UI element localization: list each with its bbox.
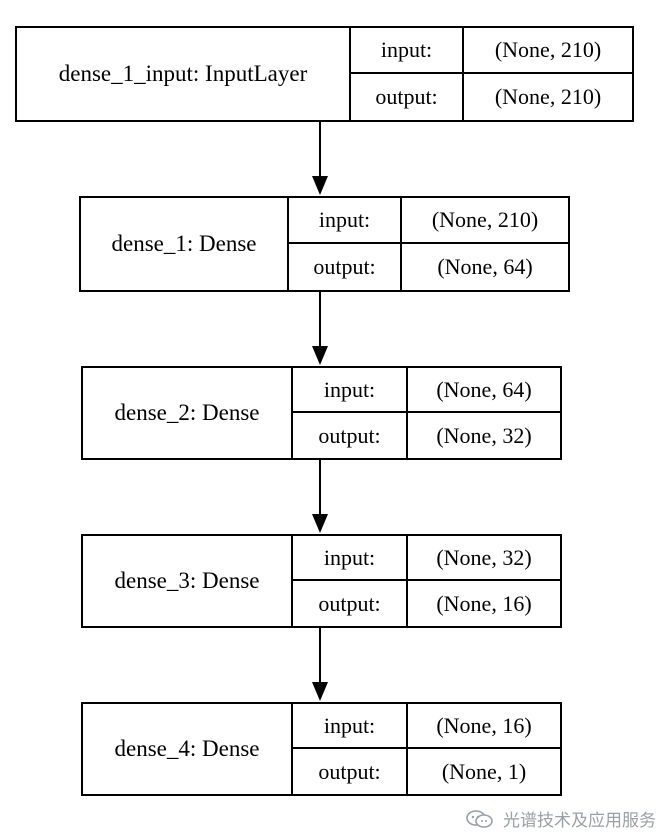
input-shape: (None, 32) [408,536,560,581]
layer-node-dense-1-input: dense_1_input: InputLayer input: (None, … [15,26,634,122]
input-shape: (None, 210) [464,28,632,74]
layer-name: dense_4: Dense [83,704,293,794]
input-shape: (None, 64) [408,368,560,413]
input-shape: (None, 16) [408,704,560,749]
arrow-connector [312,460,328,533]
input-label: input: [351,28,464,74]
layer-name: dense_1_input: InputLayer [17,28,351,120]
arrow-connector [312,628,328,701]
output-label: output: [293,581,408,626]
output-shape: (None, 32) [436,422,532,448]
output-label: output: [289,244,402,290]
input-label: input: [293,704,408,749]
arrow-connector [312,292,328,365]
output-shape: (None, 210) [494,84,602,109]
output-shape: (None, 16) [436,590,532,616]
output-label: output: [351,74,464,120]
layer-name: dense_1: Dense [81,198,289,290]
output-shape: (None, 64) [437,254,533,279]
layer-node-dense-2: dense_2: Dense input: (None, 64) output:… [81,366,562,460]
layer-node-dense-3: dense_3: Dense input: (None, 32) output:… [81,534,562,628]
output-label: output: [293,749,408,794]
layer-node-dense-1: dense_1: Dense input: (None, 210) output… [79,196,570,292]
layer-name: dense_3: Dense [83,536,293,626]
output-shape: (None, 1) [441,758,527,784]
arrow-connector [312,122,328,195]
input-label: input: [289,198,402,244]
wechat-icon [466,809,493,828]
watermark-text: 光谱技术及应用服务 [503,811,656,831]
output-label: output: [293,413,408,458]
input-shape: (None, 210) [402,198,568,244]
input-label: input: [293,368,408,413]
watermark: 光谱技术及应用服务 [465,806,656,831]
layer-name: dense_2: Dense [83,368,293,458]
input-label: input: [293,536,408,581]
layer-node-dense-4: dense_4: Dense input: (None, 16) output:… [81,702,562,796]
